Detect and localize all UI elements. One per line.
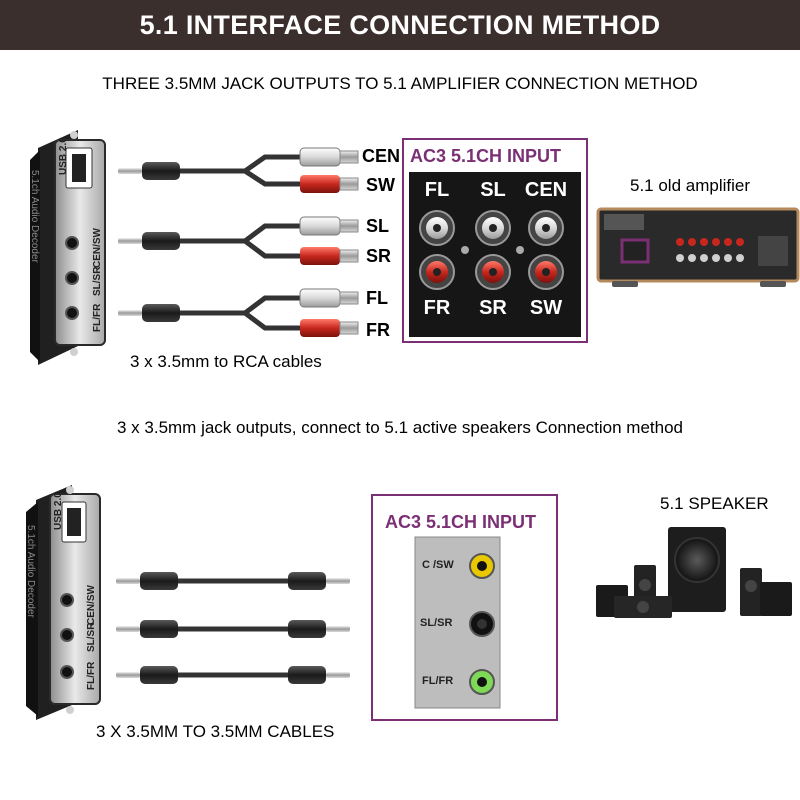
port-label-sl: SL (480, 179, 506, 201)
cable-top-1 (118, 154, 300, 187)
mini-jack-label-fl-fr: FL/FR (422, 675, 454, 687)
rca-label-sr: SR (366, 246, 392, 266)
page-title: 5.1 INTERFACE CONNECTION METHOD (139, 10, 661, 40)
rca-plug-fr (300, 319, 359, 337)
ac3-panel-bottom-title: AC3 5.1CH INPUT (385, 512, 537, 532)
rca-plug-sw (300, 175, 359, 193)
rca-plug-sr (300, 247, 359, 265)
cable-bottom-1 (116, 572, 350, 590)
cable-top-3 (118, 295, 300, 331)
jack-label-sl-sr-bottom: SL/SR (86, 622, 97, 652)
rca-plug-fl (299, 288, 359, 308)
rca-label-fr: FR (366, 320, 390, 340)
rca-label-fl: FL (366, 288, 388, 308)
rca-jack-grid (419, 210, 564, 290)
port-label-fr: FR (423, 297, 451, 319)
jack-label-fl-fr-top: FL/FR (92, 303, 103, 332)
rca-plug-cen (299, 147, 359, 167)
cable-caption-top: 3 x 3.5mm to RCA cables (130, 352, 322, 371)
usb-label-top: USB 2.0 (58, 137, 69, 175)
mini-jack-column (469, 553, 495, 695)
mini-jack-label-sl-sr: SL/SR (420, 617, 453, 629)
amplifier-label: 5.1 old amplifier (630, 176, 751, 195)
decoder-box-top (30, 130, 106, 365)
mini-jack-label-c-sw: C /SW (422, 559, 454, 571)
rca-plug-sl (299, 216, 359, 236)
port-label-fl: FL (424, 179, 450, 201)
top-section-heading: THREE 3.5MM JACK OUTPUTS TO 5.1 AMPLIFIE… (102, 74, 698, 93)
cable-bottom-3 (116, 666, 350, 684)
amplifier-image (596, 207, 800, 287)
decoder-body-text-top: 5.1ch Audio Decoder (29, 170, 40, 263)
jack-label-fl-fr-bottom: FL/FR (86, 661, 97, 690)
bottom-section-heading: 3 x 3.5mm jack outputs, connect to 5.1 a… (116, 418, 684, 437)
ac3-panel-top-title: AC3 5.1CH INPUT (410, 146, 562, 166)
cable-bottom-2 (116, 620, 350, 638)
port-label-sw: SW (529, 297, 563, 319)
usb-label-bottom: USB 2.0 (53, 492, 64, 530)
port-label-cen: CEN (524, 179, 568, 201)
jack-label-sl-sr-top: SL/SR (92, 266, 103, 296)
cable-top-2 (118, 223, 300, 259)
title-banner (0, 0, 800, 50)
port-label-sr: SR (479, 297, 507, 319)
rca-label-cen: CEN (362, 146, 401, 166)
rca-label-sl: SL (366, 216, 390, 236)
speaker-system-image (596, 527, 792, 618)
decoder-body-text-bottom: 5.1ch Audio Decoder (25, 525, 36, 618)
rca-label-sw: SW (366, 175, 395, 195)
decoder-box-bottom (26, 485, 101, 720)
cable-caption-bottom: 3 X 3.5MM TO 3.5MM CABLES (96, 722, 335, 741)
speaker-label: 5.1 SPEAKER (660, 494, 769, 513)
